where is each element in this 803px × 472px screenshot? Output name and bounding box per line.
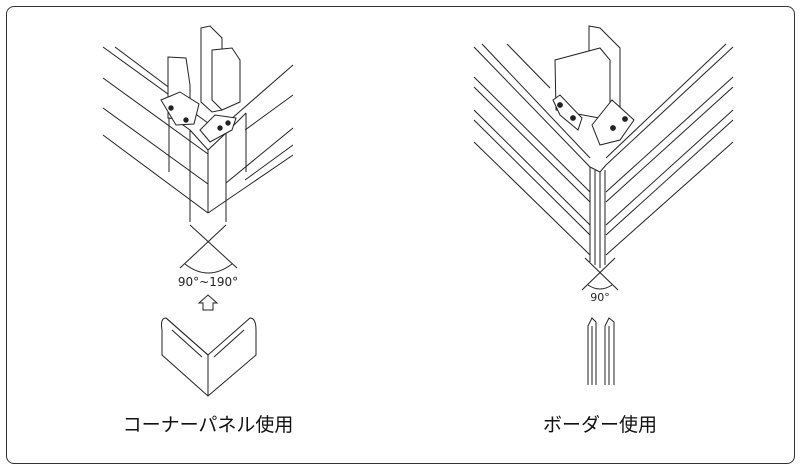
- steel-column: [552, 25, 635, 146]
- border-assembly: [473, 25, 734, 385]
- left-angle-label: 90°~190°: [177, 275, 239, 289]
- up-arrow-icon: [197, 294, 219, 311]
- border-parts: [587, 317, 615, 385]
- steel-column: [160, 25, 241, 143]
- right-caption: ボーダー使用: [542, 414, 657, 436]
- bolt-icons: [168, 105, 231, 131]
- corner-panel-assembly: [102, 25, 294, 397]
- border-trim: [589, 164, 607, 268]
- left-caption: コーナーパネル使用: [122, 414, 294, 436]
- right-wall-panel-lines: [605, 43, 734, 256]
- bolt-icons: [557, 102, 628, 131]
- angle-indicator: [179, 224, 238, 274]
- angle-indicator: [581, 257, 619, 291]
- left-wall-panel-lines: [473, 43, 591, 256]
- left-wall-panel-lines: [102, 46, 209, 214]
- corner-panel-part: [161, 317, 257, 397]
- right-angle-label: 90°: [590, 291, 610, 304]
- diagram-frame: [6, 6, 795, 464]
- right-wall-panel-lines: [207, 64, 294, 214]
